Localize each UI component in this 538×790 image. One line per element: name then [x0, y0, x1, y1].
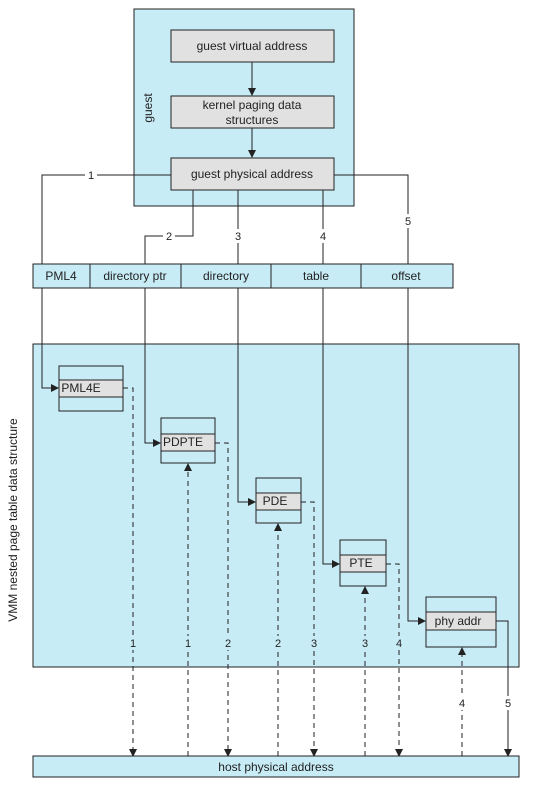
vmm-label: VMM nested page table data structure	[6, 418, 20, 622]
kernel-paging-text-line2: structures	[226, 113, 279, 127]
host-label-1b: 1	[185, 638, 191, 650]
arrow-directory-to-pde	[237, 288, 256, 506]
field-table: table	[303, 269, 329, 283]
step-label-4: 4	[320, 231, 326, 243]
arrow-offset-to-phy-addr	[407, 288, 426, 625]
step-label-1: 1	[88, 170, 94, 182]
phy-addr-table	[425, 596, 497, 648]
dashed-pde-to-host	[301, 501, 318, 757]
pml4e-label: PML4E	[61, 381, 100, 395]
arrow-dirptr-to-pdpte	[144, 288, 161, 447]
host-label-2a: 2	[225, 638, 231, 650]
guest-virtual-address-text: guest virtual address	[197, 39, 308, 53]
arrow-phy-addr-to-host	[496, 620, 512, 757]
path-5-upper	[334, 174, 409, 264]
host-label-3b: 3	[362, 638, 368, 650]
pte-table	[339, 539, 387, 587]
path-1-upper	[41, 174, 171, 264]
guest-virtual-address-box	[170, 29, 335, 63]
field-directory: directory	[203, 269, 249, 283]
step-label-3: 3	[235, 231, 241, 243]
pte-label: PTE	[349, 556, 372, 570]
guest-physical-address-box	[170, 157, 335, 191]
pml4e-table	[58, 365, 124, 412]
host-label-2b: 2	[275, 638, 281, 650]
arrow-table-to-pte	[322, 288, 340, 568]
host-label-4a: 4	[396, 638, 402, 650]
phy-addr-label: phy addr	[435, 614, 482, 628]
dashed-pdpte-to-host	[215, 442, 232, 757]
guest-label: guest	[141, 93, 155, 123]
host-label-4b: 4	[459, 698, 465, 710]
arrow-pml4-to-pml4e	[41, 288, 59, 392]
field-directory-ptr: directory ptr	[103, 269, 166, 283]
host-label-3a: 3	[311, 638, 317, 650]
host-label-1a: 1	[130, 638, 136, 650]
pdpte-label: PDPTE	[163, 435, 203, 449]
address-fields-bar	[32, 263, 454, 289]
kernel-paging-box	[170, 95, 335, 129]
kernel-paging-text-line1: kernel paging data	[203, 98, 302, 112]
host-label-5: 5	[505, 698, 511, 710]
dashed-pte-to-host	[386, 563, 403, 757]
dashed-pml4e-to-host	[123, 387, 137, 757]
pde-label: PDE	[263, 494, 288, 508]
host-physical-address-text: host physical address	[218, 760, 333, 774]
step-label-5: 5	[405, 216, 411, 228]
field-offset: offset	[391, 269, 421, 283]
step-label-2: 2	[166, 231, 172, 243]
pde-table	[255, 477, 302, 524]
field-pml4: PML4	[45, 269, 77, 283]
pdpte-table	[160, 417, 216, 464]
guest-physical-address-text: guest physical address	[191, 167, 313, 181]
host-physical-address-bar	[32, 755, 520, 778]
